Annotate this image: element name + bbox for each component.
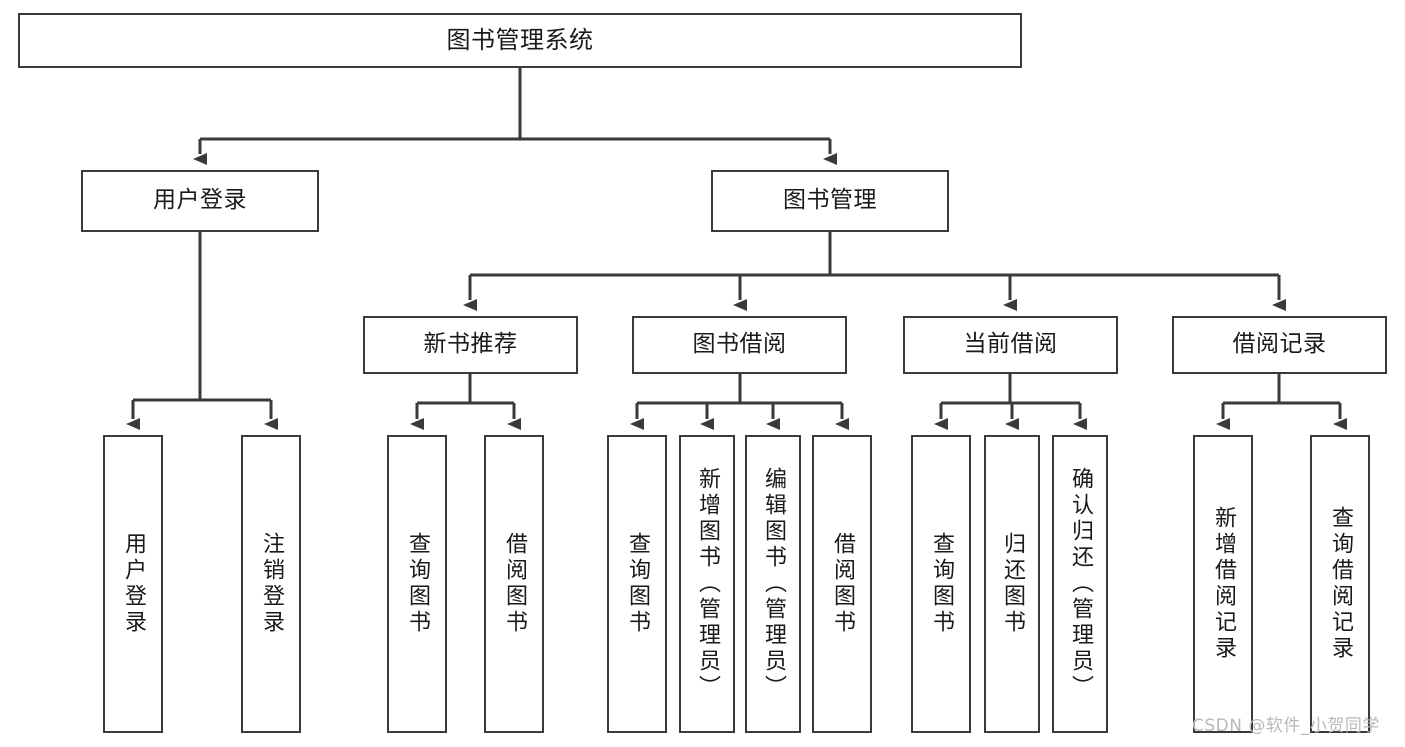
node-new-book-rec[interactable]: 新书推荐 bbox=[363, 316, 578, 374]
node-root[interactable]: 图书管理系统 bbox=[18, 13, 1022, 68]
node-leaf-query-record-label: 查询借阅记录 bbox=[1328, 506, 1353, 662]
node-leaf-borrow-book-1[interactable]: 借阅图书 bbox=[484, 435, 544, 733]
node-root-label: 图书管理系统 bbox=[446, 26, 594, 55]
node-book-borrow[interactable]: 图书借阅 bbox=[632, 316, 847, 374]
node-leaf-return-book[interactable]: 归还图书 bbox=[984, 435, 1040, 733]
node-leaf-borrow-book-1-label: 借阅图书 bbox=[502, 532, 527, 636]
node-leaf-edit-book[interactable]: 编辑图书（管理员） bbox=[745, 435, 801, 733]
node-book-manage-label: 图书管理 bbox=[783, 187, 877, 214]
node-leaf-add-record[interactable]: 新增借阅记录 bbox=[1193, 435, 1253, 733]
node-leaf-query-book-1[interactable]: 查询图书 bbox=[387, 435, 447, 733]
node-leaf-logout-label: 注销登录 bbox=[259, 532, 284, 636]
node-user-login-label: 用户登录 bbox=[153, 187, 247, 214]
node-user-login[interactable]: 用户登录 bbox=[81, 170, 319, 232]
node-leaf-add-record-label: 新增借阅记录 bbox=[1211, 506, 1236, 662]
node-leaf-add-book-label: 新增图书（管理员） bbox=[695, 467, 720, 701]
node-leaf-query-book-3[interactable]: 查询图书 bbox=[911, 435, 971, 733]
node-leaf-edit-book-label: 编辑图书（管理员） bbox=[761, 467, 786, 701]
watermark: CSDN @软件_小贺同学 bbox=[1192, 716, 1380, 736]
node-current-borrow[interactable]: 当前借阅 bbox=[903, 316, 1118, 374]
node-leaf-query-book-2-label: 查询图书 bbox=[625, 532, 650, 636]
node-leaf-query-book-3-label: 查询图书 bbox=[929, 532, 954, 636]
node-book-borrow-label: 图书借阅 bbox=[692, 331, 787, 358]
node-leaf-user-login-label: 用户登录 bbox=[121, 532, 146, 636]
node-leaf-logout[interactable]: 注销登录 bbox=[241, 435, 301, 733]
node-leaf-query-book-1-label: 查询图书 bbox=[405, 532, 430, 636]
node-book-manage[interactable]: 图书管理 bbox=[711, 170, 949, 232]
node-new-book-rec-label: 新书推荐 bbox=[423, 331, 518, 358]
node-borrow-record[interactable]: 借阅记录 bbox=[1172, 316, 1387, 374]
node-leaf-return-book-label: 归还图书 bbox=[1000, 532, 1025, 636]
node-leaf-borrow-book-2[interactable]: 借阅图书 bbox=[812, 435, 872, 733]
node-leaf-confirm-return[interactable]: 确认归还（管理员） bbox=[1052, 435, 1108, 733]
node-leaf-confirm-return-label: 确认归还（管理员） bbox=[1068, 467, 1093, 701]
node-leaf-user-login[interactable]: 用户登录 bbox=[103, 435, 163, 733]
node-borrow-record-label: 借阅记录 bbox=[1232, 331, 1327, 358]
node-leaf-query-record[interactable]: 查询借阅记录 bbox=[1310, 435, 1370, 733]
node-leaf-borrow-book-2-label: 借阅图书 bbox=[830, 532, 855, 636]
node-current-borrow-label: 当前借阅 bbox=[963, 331, 1058, 358]
node-leaf-add-book[interactable]: 新增图书（管理员） bbox=[679, 435, 735, 733]
node-leaf-query-book-2[interactable]: 查询图书 bbox=[607, 435, 667, 733]
